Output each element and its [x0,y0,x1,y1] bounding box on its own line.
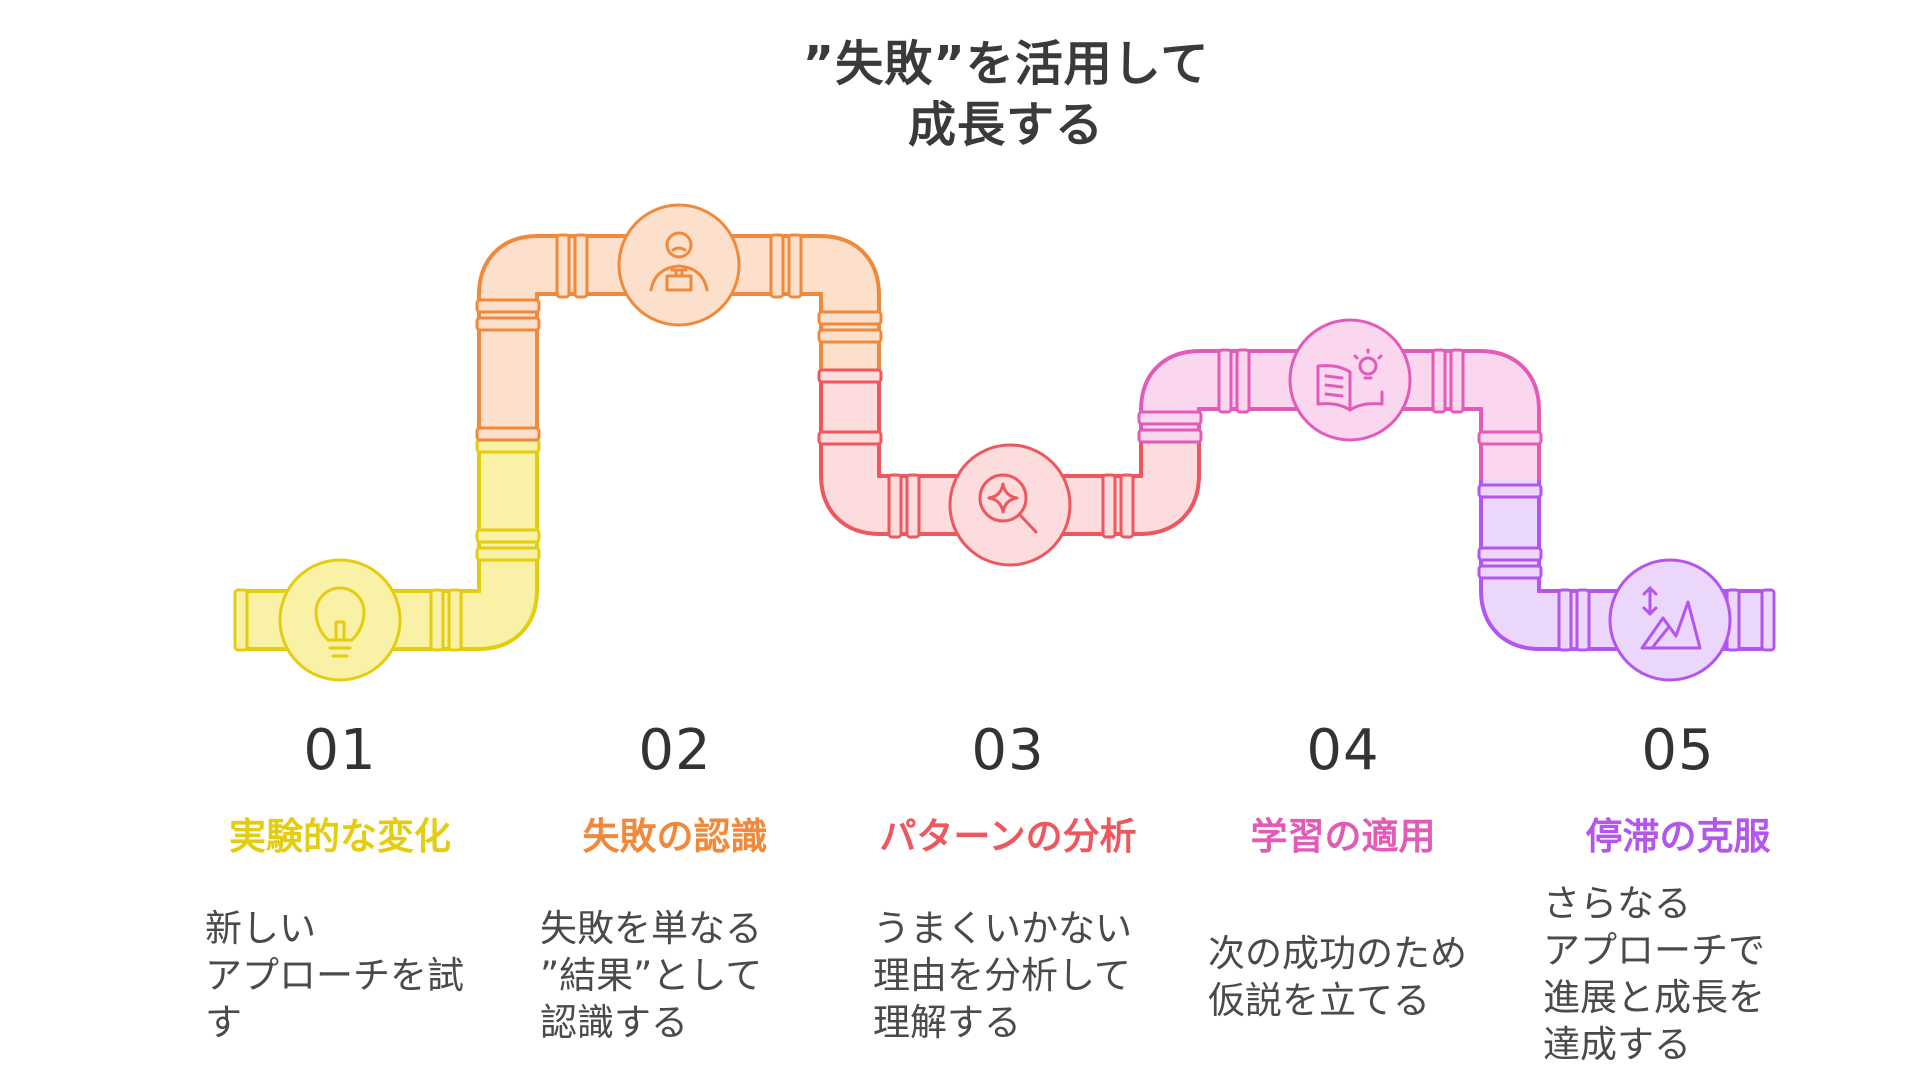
book-lightbulb-icon [1316,348,1384,412]
pipe-3-flange-a [817,368,883,384]
step-3-description: うまくいかない 理由を分析して 理解する [873,907,1132,1044]
pipe-segment-1 [233,438,541,652]
pipe-4-flange-b [1137,410,1203,426]
pipe-1-flange-b [447,588,463,652]
pipe-3-flange-b [817,430,883,446]
pipe-4-flange-g [1477,430,1543,446]
icon-circle-3 [948,443,1072,567]
pipe-2-flange-e [573,233,589,299]
pipe-2-flange-a [475,426,541,442]
icon-node-3 [948,443,1072,567]
step-2-number: 02 [638,718,712,783]
pipe-5-flange-c [1477,564,1543,580]
step-4-description: 次の成功のため 仮説を立てる [1208,932,1467,1022]
pipe-5-fill [1483,480,1772,647]
page-title: ”失敗”を活用して 成長する [0,34,1920,156]
icon-node-1 [278,558,402,682]
step-5-title: 停滞の克服 [1585,815,1771,858]
pipe-4-flange-f [1449,348,1465,414]
pipe-1-flange-a [429,588,445,652]
pipe-1-flange-c [475,546,541,562]
icon-circle-5 [1608,558,1732,682]
icon-node-2 [617,203,741,327]
mountain-arrows-icon [1640,586,1702,650]
pipe-2-flange-b [475,316,541,332]
pipe-3-flange-f [1119,473,1135,539]
pipe-4-flange-c [1217,348,1233,414]
step-2-title: 失敗の認識 [582,815,768,858]
step-3-number: 03 [971,718,1045,783]
pipe-1-end-cap [233,588,249,652]
pipe-2-flange-c [475,298,541,314]
step-3-title: パターンの分析 [879,815,1137,858]
step-5-description: さらなる アプローチで 進展と成長を 達成する [1543,882,1765,1066]
pipe-1-flange-e [475,438,541,454]
icon-node-4 [1288,318,1412,442]
pipe-3-flange-c [887,473,903,539]
step-5-number: 05 [1641,718,1715,783]
step-1-title: 実験的な変化 [229,815,451,858]
step-4-title: 学習の適用 [1250,815,1436,858]
pipe-1-fill [238,440,535,647]
lightbulb-icon [314,586,366,658]
icon-circle-1 [278,558,402,682]
pipe-4-flange-e [1431,348,1447,414]
pipe-2-flange-g [787,233,803,299]
magnifier-sparkle-icon [978,473,1038,534]
pipe-5-flange-a [1477,483,1543,499]
pipe-4-flange-a [1137,428,1203,444]
pipe-2-flange-d [555,233,571,299]
pipe-3-flange-d [905,473,921,539]
person-with-box-icon [649,231,709,292]
pipe-2-flange-h [817,310,883,326]
pipe-3-flange-e [1101,473,1117,539]
title-line-2: 成長する [907,97,1104,153]
title-line-1: ”失敗”を活用して [802,36,1210,92]
pipe-2-flange-f [769,233,785,299]
pipe-1-flange-d [475,528,541,544]
pipe-4-flange-d [1235,348,1251,414]
step-2-description: 失敗を単なる ”結果”として 認識する [540,907,763,1044]
icon-node-5 [1608,558,1732,682]
step-1-number: 01 [303,718,377,783]
pipe-5-flange-e [1575,588,1591,652]
pipe-5-end-cap [1760,588,1776,652]
step-1-description: 新しい アプローチを試 す [205,907,464,1044]
pipe-segment-5 [1477,480,1776,652]
pipe-5-flange-d [1557,588,1573,652]
step-4-number: 04 [1306,718,1380,783]
pipe-5-flange-b [1477,546,1543,562]
pipe-2-flange-i [817,328,883,344]
